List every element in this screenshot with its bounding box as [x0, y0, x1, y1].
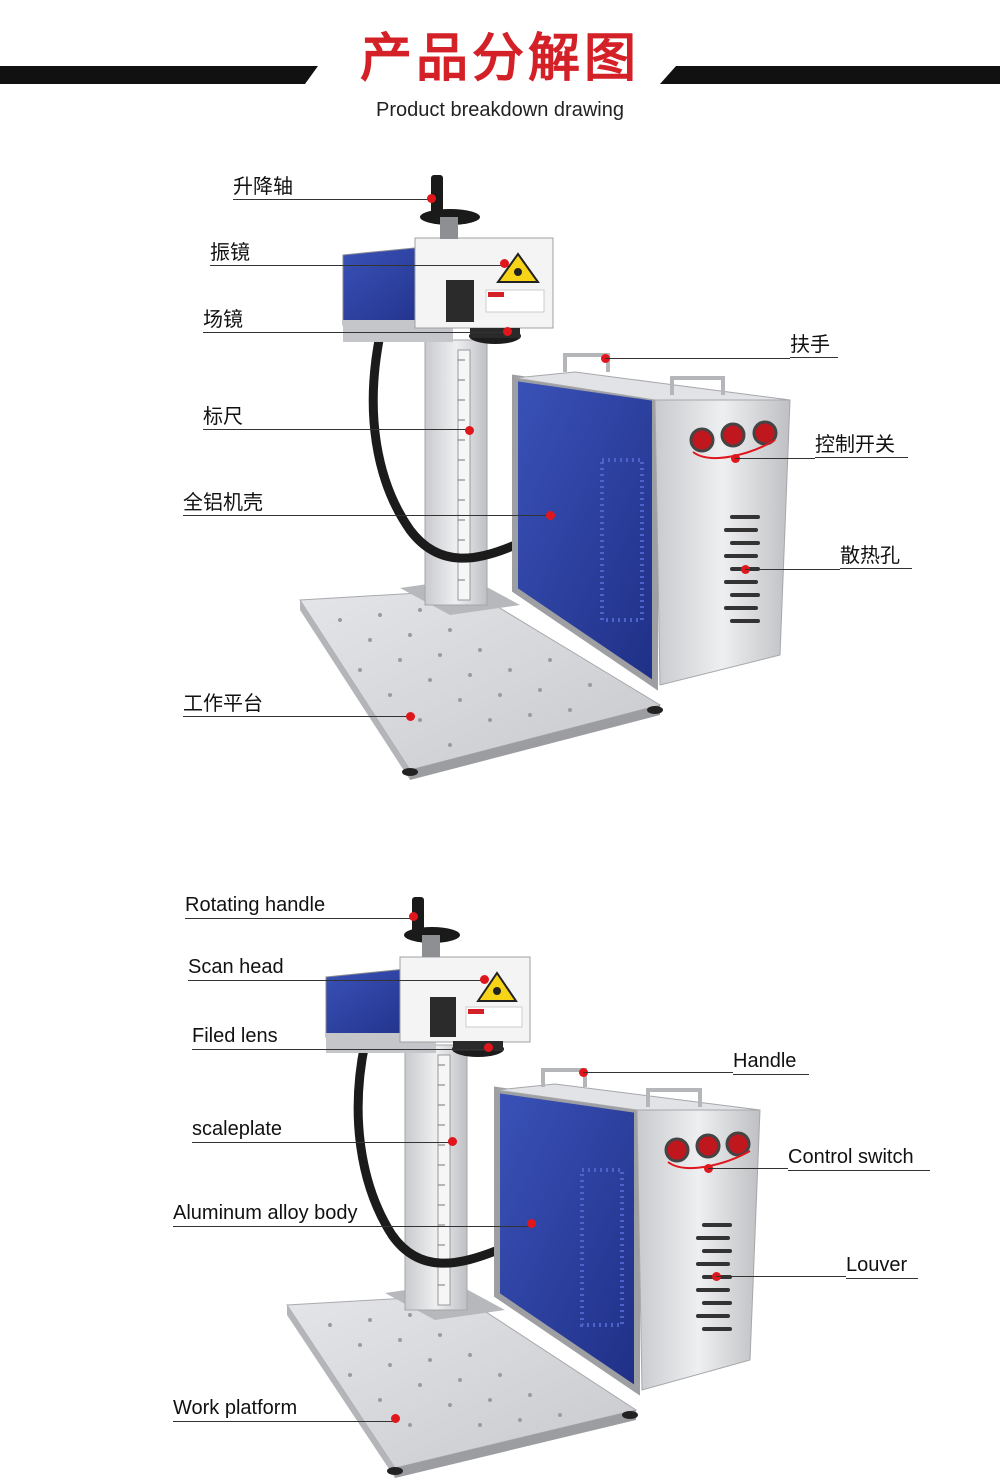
- label-aluminum-body: Aluminum alloy body: [173, 1201, 531, 1227]
- diagram-chinese: 升降轴 振镜 场镜 标尺 全铝机壳 工作平台 扶手 控制开关 散热孔: [0, 150, 1000, 790]
- label-scan-head: 振镜: [210, 240, 505, 266]
- label-handle-en: Handle: [733, 1049, 809, 1075]
- leader-handle-en: [583, 1072, 733, 1073]
- label-scale: 标尺: [203, 404, 469, 430]
- fiber-cable: [353, 1042, 500, 1268]
- marker-rotating-handle: [409, 912, 418, 921]
- label-body: 全铝机壳: [183, 490, 550, 516]
- marker-scale: [465, 426, 474, 435]
- label-field-lens: 场镜: [203, 307, 507, 333]
- label-scan-head-en: Scan head: [188, 955, 484, 981]
- label-vent: 散热孔: [840, 543, 912, 569]
- marker-aluminum-body: [527, 1219, 536, 1228]
- marker-lift-axis: [427, 194, 436, 203]
- diagram-english: Rotating handle Scan head Filed lens sca…: [0, 865, 1000, 1484]
- label-rotating-handle: Rotating handle: [185, 893, 415, 919]
- lift-handle: [420, 175, 480, 239]
- header-decoration: [0, 66, 1000, 84]
- machine-illustration-en: [286, 897, 761, 1478]
- label-filed-lens: Filed lens: [192, 1024, 488, 1050]
- control-box: [512, 353, 791, 691]
- leader-control-switch: [735, 458, 815, 459]
- label-control-switch: 控制开关: [815, 432, 908, 458]
- leader-louver: [716, 1276, 846, 1277]
- right-banner-bar: [660, 66, 1000, 84]
- work-platform: [286, 1294, 638, 1478]
- label-handle: 扶手: [790, 332, 838, 358]
- page-subtitle: Product breakdown drawing: [376, 99, 624, 121]
- work-platform: [299, 589, 663, 780]
- machine-illustration: [299, 175, 791, 780]
- leader-control-switch-en: [708, 1168, 788, 1169]
- marker-scan-head: [500, 259, 509, 268]
- marker-scaleplate: [448, 1137, 457, 1146]
- label-platform: 工作平台: [183, 691, 410, 717]
- marker-scan-head-en: [480, 975, 489, 984]
- marker-platform: [406, 712, 415, 721]
- left-banner-bar: [0, 66, 318, 84]
- label-lift-axis: 升降轴: [233, 174, 433, 200]
- label-control-switch-en: Control switch: [788, 1145, 930, 1171]
- marker-body: [546, 511, 555, 520]
- page-title: 产品分解图: [359, 29, 640, 89]
- fiber-cable: [368, 334, 517, 563]
- lift-column: [404, 1044, 468, 1311]
- lift-column: [424, 339, 488, 606]
- marker-work-platform: [391, 1414, 400, 1423]
- control-box: [494, 1068, 761, 1396]
- label-scaleplate: scaleplate: [192, 1117, 452, 1143]
- label-work-platform: Work platform: [173, 1396, 395, 1422]
- rotating-handle: [404, 897, 460, 957]
- leader-handle: [605, 358, 790, 359]
- marker-field-lens: [503, 327, 512, 336]
- page-header: 产品分解图 Product breakdown drawing: [0, 0, 1000, 140]
- marker-filed-lens: [484, 1043, 493, 1052]
- label-louver: Louver: [846, 1253, 918, 1279]
- leader-vent: [745, 569, 840, 570]
